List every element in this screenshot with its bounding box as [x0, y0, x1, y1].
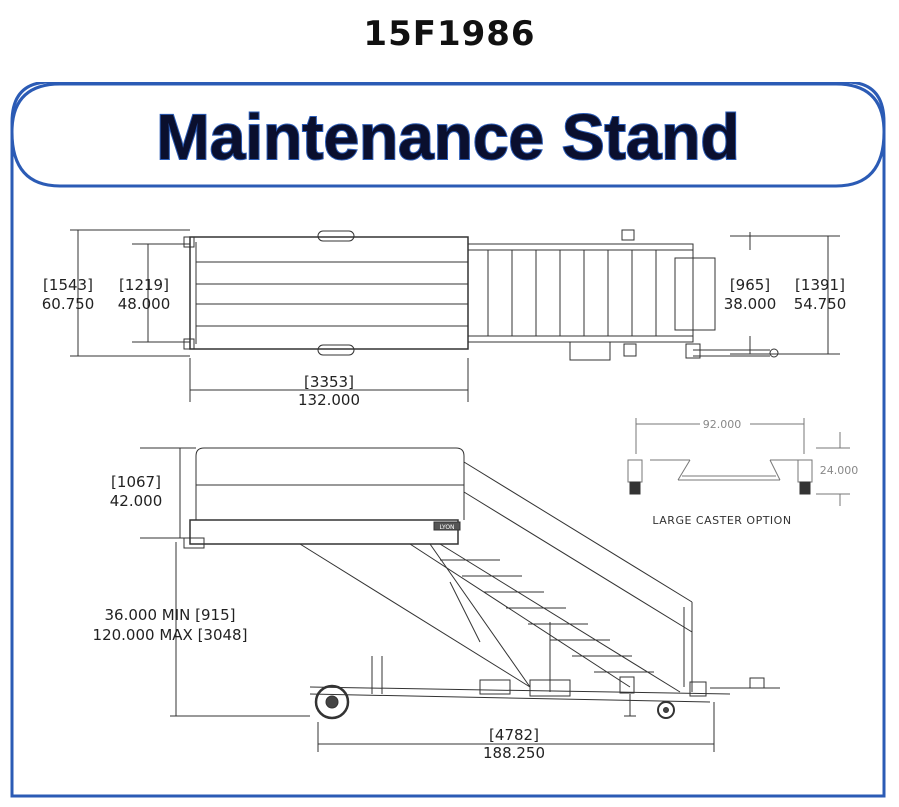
page-title: Maintenance Stand: [156, 101, 739, 173]
caster-width-label: 92.000: [703, 418, 742, 431]
model-number: 15F1986: [363, 14, 536, 54]
top-view-dimensions: [70, 229, 840, 402]
dim-stair-outer-in: 54.750: [794, 295, 847, 313]
dim-height-max: 120.000 MAX [3048]: [93, 626, 248, 644]
dim-overall-length-in: 188.250: [483, 744, 545, 762]
dim-stair-width-mm: [965]: [730, 276, 770, 294]
dim-length-mm: [3353]: [304, 373, 354, 391]
dim-rail-height-mm: [1067]: [111, 473, 161, 491]
drawing-frame: Maintenance Stand: [10, 82, 886, 798]
dim-outer-width-in: 60.750: [42, 295, 95, 313]
dim-platform-width-mm: [1219]: [119, 276, 169, 294]
dim-outer-width-mm: [1543]: [43, 276, 93, 294]
dim-stair-outer-mm: [1391]: [795, 276, 845, 294]
dim-stair-width-in: 38.000: [724, 295, 777, 313]
brand-plate: LYON: [439, 524, 454, 531]
dim-height-min: 36.000 MIN [915]: [105, 606, 236, 624]
caster-option-caption: LARGE CASTER OPTION: [652, 514, 791, 527]
top-view: [183, 229, 779, 361]
dim-platform-width-in: 48.000: [118, 295, 171, 313]
dim-length-in: 132.000: [298, 391, 360, 409]
dim-rail-height-in: 42.000: [110, 492, 163, 510]
caster-option-view: [627, 418, 850, 506]
caster-height-label: 24.000: [820, 464, 859, 477]
title-banner: [10, 82, 886, 188]
side-view-dimensions: [140, 447, 715, 752]
side-view: LYON: [183, 447, 780, 720]
technical-drawing: Maintenance Stand: [10, 82, 886, 798]
dim-overall-length-mm: [4782]: [489, 726, 539, 744]
